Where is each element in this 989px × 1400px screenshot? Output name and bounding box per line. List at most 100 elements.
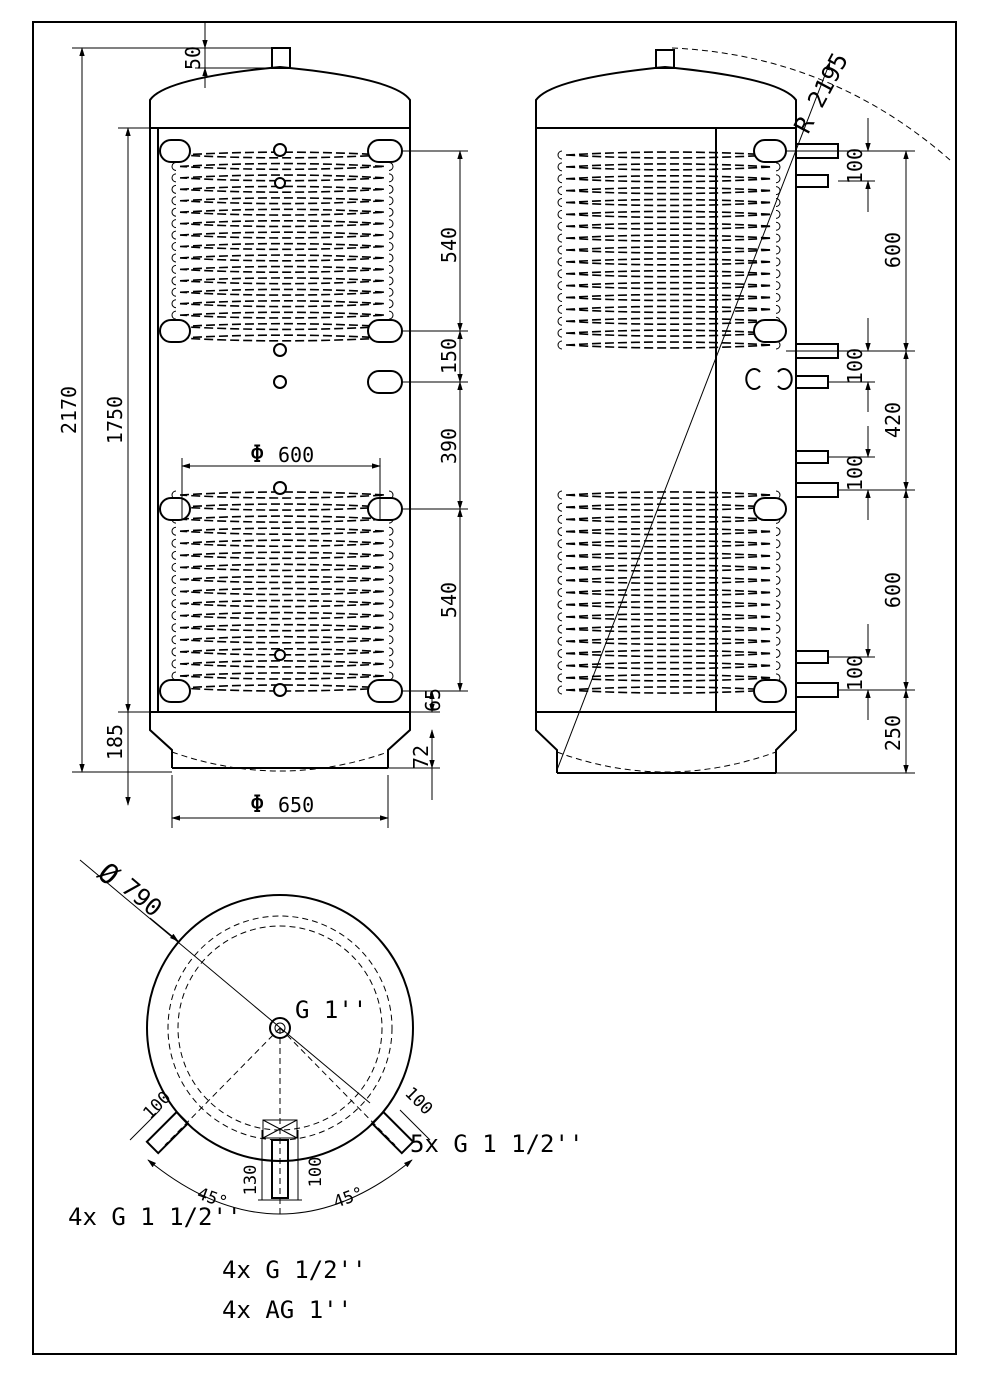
dim-overall-height: 2170 [57, 386, 81, 434]
coil-loop-left [557, 257, 563, 267]
coil-loop-left [557, 685, 563, 695]
side-view: R 2195 100 100 100 100 600 420 600 250 [535, 47, 951, 774]
label-bottom-connections-1: 4x G 1/2'' [222, 1256, 367, 1284]
dim-right-250: 250 [881, 715, 905, 751]
coil-turn [565, 649, 773, 658]
coil-turn [565, 503, 773, 512]
coil-loop-right [775, 600, 781, 610]
coil-turn [179, 219, 386, 228]
coil-loop-left [171, 671, 177, 681]
side-coil-connections [745, 139, 793, 703]
coil-loop-left [557, 316, 563, 326]
drawing-frame [32, 21, 957, 1355]
coil-loop-left [557, 600, 563, 610]
coil-loop-left [557, 612, 563, 622]
upper-heat-coil [171, 150, 394, 343]
label-bottom-connections-2: 4x AG 1'' [222, 1296, 352, 1324]
coil-turn [179, 575, 386, 584]
coil-turn [565, 341, 773, 349]
side-nozzles [795, 143, 839, 698]
coil-loop-left [557, 636, 563, 646]
dim-inner-diameter: 600 [278, 443, 314, 467]
coil-loop-right [388, 611, 394, 621]
dim-right-100-b: 100 [843, 348, 867, 384]
dim-right-100-d: 100 [843, 655, 867, 691]
coil-loop-left [557, 233, 563, 243]
coil-loop-left [557, 150, 563, 160]
coil-turn [565, 637, 773, 646]
coil-loop-left [557, 304, 563, 314]
coil-loop-right [775, 209, 781, 219]
dim-plan-100-bottom: 100 [306, 1157, 326, 1188]
coil-loop-left [557, 221, 563, 231]
coil-loop-left [557, 575, 563, 585]
coil-loop-right [388, 276, 394, 286]
coil-loop-left [557, 174, 563, 184]
coil-turn [179, 672, 386, 680]
coil-loop-left [171, 230, 177, 240]
dim-outer-diameter: 790 [116, 873, 167, 922]
coil-loop-right [388, 526, 394, 536]
coil-loop-right [388, 671, 394, 681]
coil-loop-right [775, 304, 781, 314]
coil-loop-left [557, 527, 563, 537]
coil-loop-right [388, 196, 394, 206]
coil-loop-right [388, 161, 394, 171]
coil-turn [565, 317, 773, 326]
outer-diameter-symbol: Ø [92, 856, 126, 892]
coil-loop-left [557, 186, 563, 196]
coil-loop-right [388, 538, 394, 548]
coil-turn [179, 334, 386, 342]
dim-inner-height: 1750 [103, 396, 127, 444]
coil-loop-left [171, 623, 177, 633]
coil-turn [565, 234, 773, 242]
coil-loop-right [775, 293, 781, 302]
coil-loop-right [388, 562, 394, 572]
coil-loop-left [171, 276, 177, 286]
coil-turn [179, 611, 386, 620]
coil-loop-right [775, 612, 781, 622]
coil-turn [179, 311, 386, 319]
coil-turn [179, 208, 386, 216]
coil-loop-left [171, 264, 177, 274]
dim-gap-150: 150 [437, 338, 461, 374]
dim-bottom-185: 185 [103, 724, 127, 760]
lower-heat-coil [171, 490, 394, 693]
label-right-connections: 5x G 1 1/2'' [410, 1130, 583, 1158]
coil-turn [565, 258, 773, 266]
coil-turn [179, 300, 386, 308]
coil-loop-left [557, 162, 563, 172]
coil-turn [565, 686, 773, 694]
coil-loop-right [775, 539, 781, 549]
coil-loop-right [775, 636, 781, 646]
coil-loop-right [775, 269, 781, 279]
coil-loop-right [775, 563, 781, 573]
coil-turn [179, 174, 386, 182]
coil-turn [565, 293, 773, 302]
radius-line [556, 61, 831, 771]
coil-loop-right [775, 174, 781, 184]
coil-loop-left [171, 287, 177, 297]
coil-turn [179, 491, 386, 499]
coil-loop-right [388, 184, 394, 194]
coil-turn [179, 288, 386, 296]
coil-loop-left [557, 490, 563, 500]
coil-loop-right [775, 551, 781, 561]
coil-turn [179, 515, 386, 523]
top-nozzle [271, 47, 291, 69]
dim-base-diameter: 650 [278, 793, 314, 817]
coil-turn [565, 246, 773, 254]
label-top-connection: G 1'' [295, 996, 367, 1024]
label-left-connections: 4x G 1 1/2'' [68, 1203, 241, 1231]
coil-turn [179, 635, 386, 644]
dim-top-50: 50 [181, 46, 205, 70]
coil-turn [179, 684, 386, 692]
dim-coil-upper: 540 [437, 227, 461, 263]
coil-turn [565, 174, 773, 183]
dim-plan-130: 130 [241, 1165, 261, 1196]
coil-loop-right [775, 624, 781, 634]
coil-turn [565, 163, 773, 171]
coil-turn [179, 587, 386, 596]
side-upper-heat-coil [557, 150, 781, 350]
coil-loop-right [388, 550, 394, 560]
